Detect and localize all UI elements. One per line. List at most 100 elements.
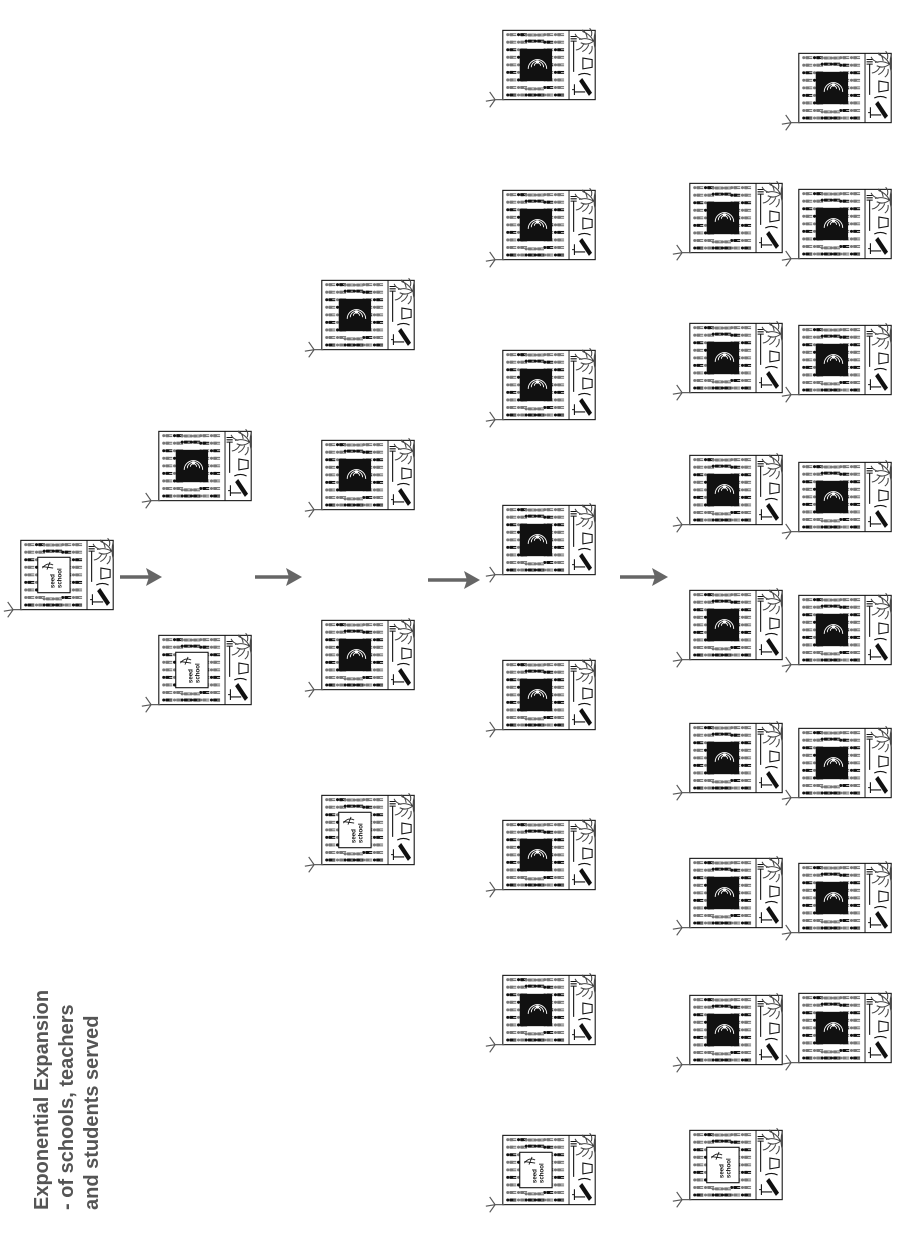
school-unit [672, 992, 783, 1073]
antenna-icon [781, 523, 801, 540]
seed-icon [180, 656, 192, 665]
svg-text:seed: seed [351, 829, 358, 843]
rake-icon [866, 194, 873, 231]
hammer-icon [391, 334, 405, 346]
arrow-icon [255, 568, 302, 586]
screen-panel [706, 341, 740, 375]
corn-icon [765, 225, 778, 229]
trowel-icon [398, 668, 412, 686]
antenna-icon [672, 1191, 692, 1208]
antenna-icon [781, 250, 801, 267]
tools-strip [757, 1135, 780, 1196]
bucket-icon [878, 755, 889, 768]
rake-icon [570, 665, 577, 702]
tools-strip [757, 863, 780, 924]
school-unit [781, 186, 892, 267]
tools-strip [570, 1140, 593, 1201]
trowel-icon [766, 503, 780, 521]
corn-icon [578, 862, 591, 866]
antenna-icon [781, 386, 801, 403]
school-unit [485, 347, 596, 428]
trowel-icon [579, 708, 593, 726]
corn-icon [874, 504, 887, 508]
svg-text:school: school [195, 663, 202, 683]
antenna-icon [485, 566, 505, 583]
screen-panel [519, 838, 553, 872]
rake-icon [757, 188, 764, 225]
hammer-icon [868, 782, 882, 794]
school-unit [781, 725, 892, 806]
hammer-icon [868, 649, 882, 661]
hammer-icon [759, 377, 773, 389]
hammer-icon [759, 644, 773, 656]
bucket-icon [401, 307, 412, 320]
rake-icon [88, 545, 95, 582]
hammer-icon [572, 84, 586, 96]
tools-strip [757, 188, 780, 249]
antenna-icon [672, 919, 692, 936]
svg-text:seed: seed [50, 574, 57, 588]
hammer-icon [868, 243, 882, 255]
screen-panel [815, 1011, 849, 1045]
corn-icon [765, 365, 778, 369]
corn-icon [765, 900, 778, 904]
tools-strip [226, 640, 249, 701]
corn-icon [578, 72, 591, 76]
tools-strip [866, 733, 889, 794]
antenna-icon [781, 789, 801, 806]
tools-strip [88, 545, 111, 606]
bucket-icon [582, 1162, 593, 1175]
bucket-icon [878, 80, 889, 93]
tools-strip [866, 330, 889, 391]
antenna-icon [781, 1054, 801, 1071]
trowel-icon [766, 1178, 780, 1196]
svg-text:school: school [539, 1163, 546, 1183]
rake-icon [757, 328, 764, 365]
school-unit [781, 322, 892, 403]
screen-panel [519, 523, 553, 557]
antenna-icon [781, 924, 801, 941]
tools-strip [757, 1000, 780, 1061]
screen-panel [815, 881, 849, 915]
antenna-icon [304, 856, 324, 873]
bucket-icon [878, 352, 889, 365]
hammer-icon [391, 494, 405, 506]
school-unit [781, 459, 892, 540]
corn-icon [578, 392, 591, 396]
corn-icon [234, 473, 247, 477]
hammer-icon [572, 244, 586, 256]
rake-icon [570, 510, 577, 547]
corn-icon [874, 770, 887, 774]
trowel-icon [875, 373, 889, 391]
corn-icon [578, 1017, 591, 1021]
rake-icon [570, 355, 577, 392]
arrow-icon [120, 568, 162, 586]
seed-icon [343, 816, 355, 825]
bucket-icon [769, 1022, 780, 1035]
school-unit [485, 502, 596, 583]
bucket-icon [769, 210, 780, 223]
svg-text:seed: seed [719, 1164, 726, 1178]
bucket-icon [769, 750, 780, 763]
corn-icon [397, 837, 410, 841]
antenna-icon [672, 784, 692, 801]
school-unit [672, 855, 783, 936]
rake-icon [389, 625, 396, 662]
school-unit [304, 617, 415, 698]
trowel-icon [579, 78, 593, 96]
tools-strip [757, 328, 780, 389]
trowel-icon [875, 1041, 889, 1059]
seed-icon [524, 1156, 536, 1165]
antenna-icon [485, 251, 505, 268]
tools-strip [570, 980, 593, 1041]
antenna-icon [672, 516, 692, 533]
hammer-icon [572, 1189, 586, 1201]
